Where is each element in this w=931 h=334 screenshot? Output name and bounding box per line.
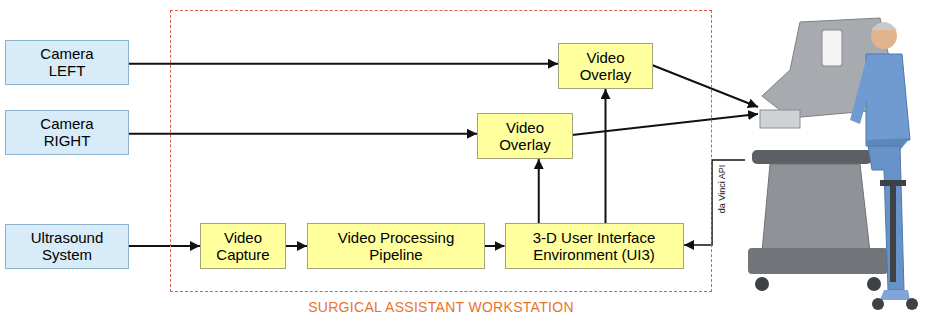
surgeon-figure bbox=[850, 22, 918, 310]
surgeon-head bbox=[871, 23, 897, 49]
console-base bbox=[762, 164, 870, 252]
stool-wheel bbox=[906, 298, 918, 310]
flow-arrow bbox=[605, 89, 607, 223]
box-label: Camera LEFT bbox=[27, 45, 107, 80]
surgeon-legs bbox=[868, 146, 904, 290]
box-label: 3-D User Interface Environment (UI3) bbox=[512, 229, 677, 264]
api-link bbox=[684, 160, 745, 245]
armrest bbox=[752, 150, 872, 164]
surgeon-hair bbox=[871, 22, 897, 30]
console-panel bbox=[760, 110, 800, 128]
box-label: Video Overlay bbox=[571, 49, 641, 84]
pedal-tray bbox=[748, 248, 888, 274]
surgeon-arm bbox=[850, 60, 874, 124]
box-label: Ultrasound System bbox=[27, 229, 107, 264]
box-label: Video Capture bbox=[208, 229, 278, 264]
viewer-window bbox=[822, 30, 842, 66]
process-box: Video Capture bbox=[200, 223, 286, 269]
surgeon-torso bbox=[866, 54, 910, 146]
wheel bbox=[867, 277, 881, 291]
stool-post bbox=[890, 186, 896, 282]
video-output-arrow bbox=[572, 114, 758, 135]
camera-box: Camera RIGHT bbox=[5, 110, 129, 155]
stool-seat bbox=[880, 180, 906, 186]
ultrasound-box: Ultrasound System bbox=[5, 224, 129, 269]
box-label: Video Overlay bbox=[490, 119, 560, 154]
camera-box: Camera LEFT bbox=[5, 40, 129, 85]
api-label: da Vinci API bbox=[717, 155, 727, 223]
process-box: Video Overlay bbox=[477, 113, 573, 159]
flow-arrow bbox=[129, 245, 200, 247]
wheel bbox=[755, 277, 769, 291]
process-box: 3-D User Interface Environment (UI3) bbox=[505, 223, 684, 269]
region-heading: SURGICAL ASSISTANT WORKSTATION bbox=[171, 299, 711, 315]
flow-arrow bbox=[286, 245, 307, 247]
workstation-region: SURGICAL ASSISTANT WORKSTATIONVideo Over… bbox=[170, 10, 712, 292]
flow-arrow bbox=[129, 133, 477, 135]
video-output-arrow bbox=[652, 65, 758, 107]
box-label: Video Processing Pipeline bbox=[316, 229, 476, 264]
surgeon-shoe bbox=[880, 290, 910, 300]
process-box: Video Overlay bbox=[558, 43, 653, 89]
stool-wheel bbox=[872, 298, 884, 310]
flow-arrow bbox=[538, 159, 540, 223]
box-label: Camera RIGHT bbox=[27, 115, 107, 150]
flow-arrow bbox=[485, 245, 505, 247]
flow-arrow bbox=[129, 63, 558, 65]
process-box: Video Processing Pipeline bbox=[307, 223, 485, 269]
